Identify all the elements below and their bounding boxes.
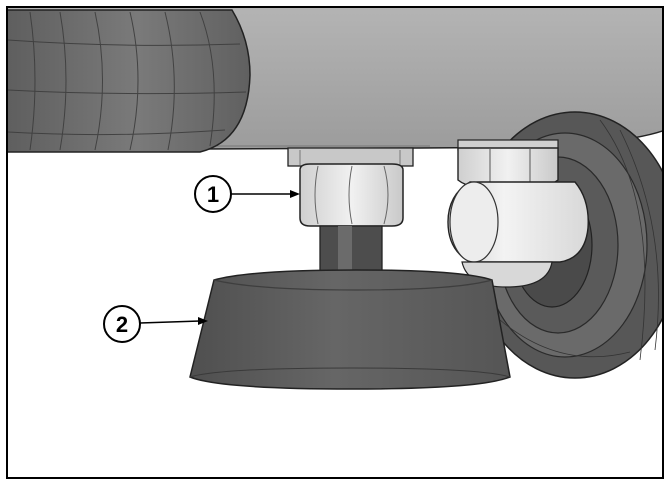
lock-nut [299,163,404,227]
callout-1-number: 1 [207,182,219,207]
callout-2-arrowhead [198,317,208,325]
callout-1-arrowhead [290,190,300,198]
callout-1: 1 [194,175,300,213]
callout-2-leader [139,320,201,324]
callout-2-number: 2 [116,312,128,337]
callout-2: 2 [103,305,208,343]
callout-2-circle [103,305,141,343]
